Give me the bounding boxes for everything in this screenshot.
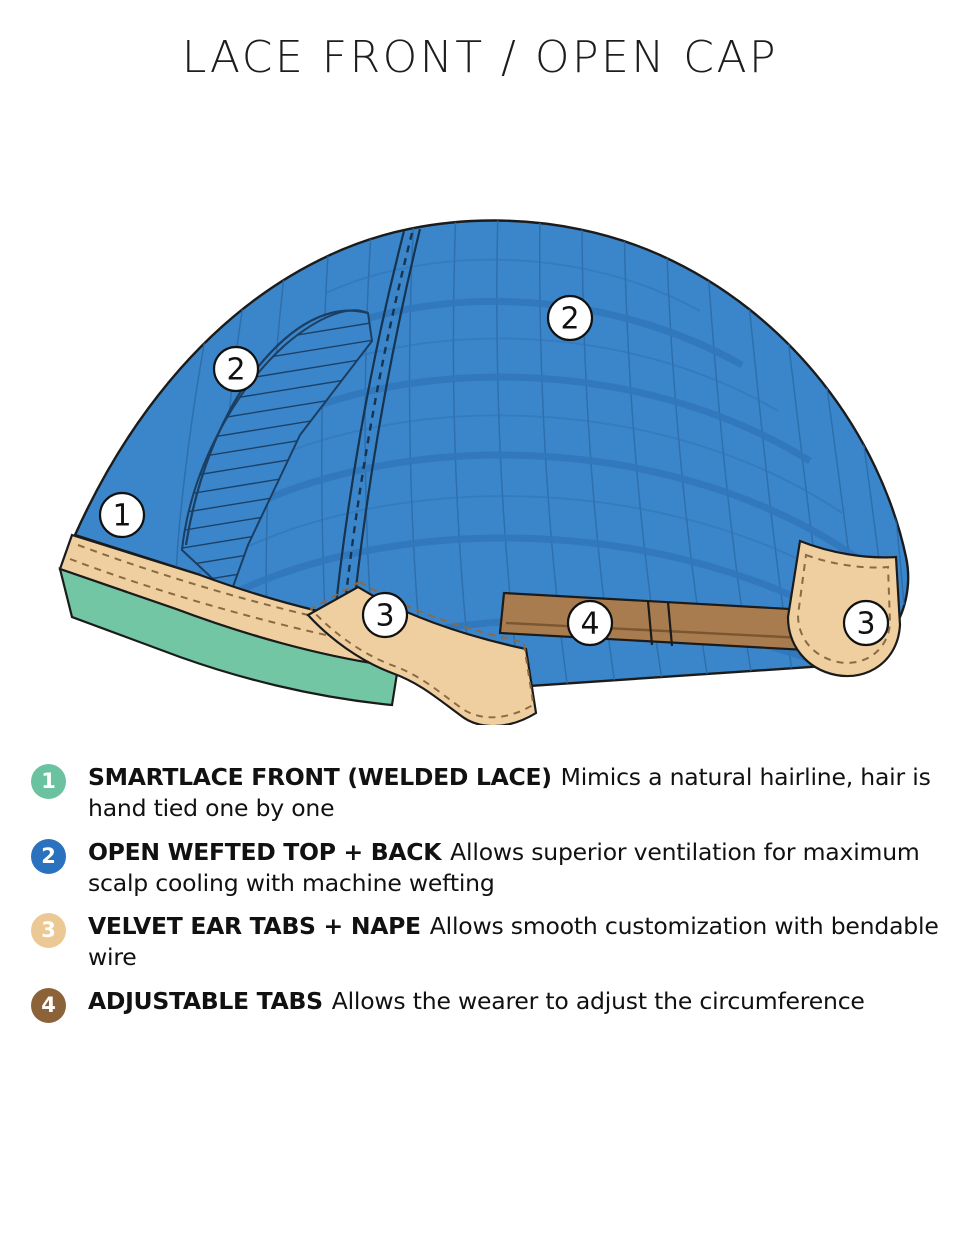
legend-item-2-description: Allows superior ventilation for maximum … (88, 837, 920, 897)
svg-text:1: 1 (112, 499, 131, 534)
wig-cap-diagram: 2 2 1 3 4 (0, 105, 960, 725)
legend-item-2-heading: OPEN WEFTED TOP + BACK (88, 837, 442, 866)
legend-badge-1: 1 (31, 764, 66, 799)
smartlace-front-panel (58, 567, 400, 707)
legend-list: 1 SMARTLACE FRONT (WELDED LACE)Mimics a … (0, 762, 960, 1040)
legend-item-1-description: Mimics a natural hairline, hair is hand … (88, 763, 931, 823)
callout-marker-2a: 2 (212, 345, 260, 393)
legend-item-4: 4 ADJUSTABLE TABS Allows the wearer to ad… (0, 986, 960, 1028)
svg-text:2: 2 (560, 302, 579, 337)
callout-marker-3-right: 3 (842, 599, 890, 647)
legend-item-3-heading: VELVET EAR TABS + NAPE (88, 912, 421, 940)
callout-marker-4: 4 (566, 599, 614, 647)
legend-item-1-heading: SMARTLACE FRONT (WELDED LACE) (88, 763, 552, 791)
legend-item-4-heading: ADJUSTABLE TABS (88, 986, 323, 1015)
callout-markers: 2 2 1 3 4 (98, 294, 890, 647)
legend-item-4-description: Allows the wearer to adjust the circumfe… (331, 986, 865, 1015)
callout-marker-1: 1 (98, 491, 146, 539)
legend-item-1: 1 SMARTLACE FRONT (WELDED LACE)Mimics a … (0, 762, 960, 825)
legend-badge-3: 3 (31, 913, 66, 948)
svg-text:3: 3 (856, 607, 875, 642)
page-title: LACE FRONT / OPEN CAP (181, 32, 779, 83)
callout-marker-2b: 2 (546, 294, 594, 342)
legend-item-1-text: SMARTLACE FRONT (WELDED LACE)Mimics a na… (88, 762, 960, 825)
svg-text:2: 2 (226, 353, 245, 388)
legend-badge-2: 2 (31, 838, 66, 874)
callout-marker-3-left: 3 (361, 591, 409, 639)
legend-badge-4: 4 (31, 987, 66, 1023)
svg-text:3: 3 (375, 599, 394, 634)
svg-text:4: 4 (580, 607, 599, 642)
legend-item-3-description: Allows smooth customization with bendabl… (88, 912, 939, 972)
legend-item-4-text: ADJUSTABLE TABS Allows the wearer to adju… (88, 986, 960, 1017)
